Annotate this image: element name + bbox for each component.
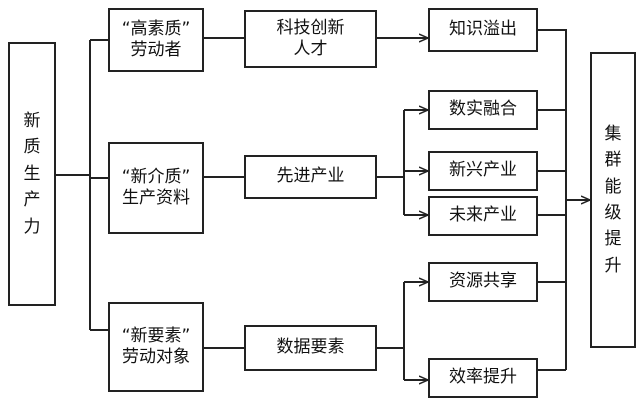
root-label: 新质生产力 <box>23 111 41 237</box>
data-box: 数据要素 <box>244 325 377 371</box>
root-box: 新质生产力 <box>8 42 56 306</box>
efficiency-label: 效率提升 <box>449 367 517 388</box>
object-box: “新要素” 劳动对象 <box>108 302 204 392</box>
knowledge-label: 知识溢出 <box>449 19 517 40</box>
sharing-box: 资源共享 <box>428 262 538 302</box>
talent-box: 科技创新 人才 <box>244 10 377 68</box>
data-label: 数据要素 <box>276 337 345 358</box>
talent-label: 科技创新 人才 <box>276 17 345 59</box>
result-box: 集群能级提升 <box>590 52 636 348</box>
means-box: “新介质” 生产资料 <box>108 142 204 234</box>
future-label: 未来产业 <box>449 205 517 226</box>
sharing-label: 资源共享 <box>449 271 517 292</box>
means-label: “新介质” 生产资料 <box>121 166 191 208</box>
emerging-box: 新兴产业 <box>428 151 538 191</box>
laborer-box: “高素质” 劳动者 <box>108 8 204 72</box>
fusion-label: 数实融合 <box>449 99 517 120</box>
object-label: “新要素” 劳动对象 <box>121 325 191 367</box>
industry-label: 先进产业 <box>276 166 345 187</box>
efficiency-box: 效率提升 <box>428 358 538 398</box>
laborer-label: “高素质” 劳动者 <box>121 18 191 60</box>
future-box: 未来产业 <box>428 196 538 236</box>
knowledge-box: 知识溢出 <box>428 8 538 52</box>
fusion-box: 数实融合 <box>428 90 538 130</box>
emerging-label: 新兴产业 <box>449 160 517 181</box>
industry-box: 先进产业 <box>244 155 377 199</box>
knowledge-right <box>538 29 567 70</box>
result-label: 集群能级提升 <box>604 123 622 276</box>
